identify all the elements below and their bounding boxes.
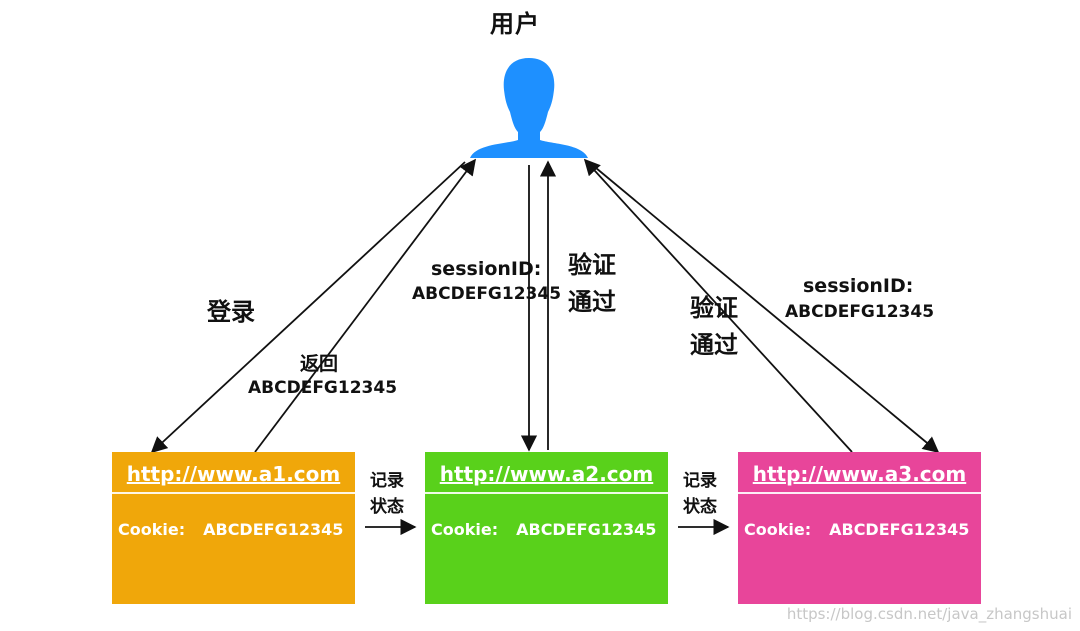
- session-right-label: sessionID:: [803, 275, 914, 297]
- server-url-a3[interactable]: http://www.a3.com: [752, 462, 967, 486]
- server-cookie-a3: Cookie: ABCDEFG12345: [744, 520, 969, 539]
- record-state-1: 记录 状态: [370, 468, 404, 520]
- server-box-a2: http://www.a2.com Cookie: ABCDEFG12345: [425, 452, 668, 604]
- cookie-value-a3: ABCDEFG12345: [829, 520, 970, 539]
- record-state-1-line1: 记录: [370, 471, 404, 491]
- server-box-a3: http://www.a3.com Cookie: ABCDEFG12345: [738, 452, 981, 604]
- server-divider-a3: [738, 492, 981, 494]
- session-mid-code: ABCDEFG12345: [412, 284, 562, 304]
- record-state-2-line1: 记录: [683, 471, 717, 491]
- user-silhouette-icon: [470, 58, 588, 158]
- login-arrow: [150, 161, 466, 454]
- return-label: 返回: [300, 353, 339, 375]
- cookie-label-a1: Cookie:: [118, 520, 186, 539]
- watermark: https://blog.csdn.net/java_zhangshuai: [786, 605, 1072, 623]
- return-arrow: [254, 158, 476, 453]
- session-mid-label: sessionID:: [431, 258, 542, 280]
- record-state-2-line2: 状态: [683, 497, 717, 517]
- cookie-label-a3: Cookie:: [744, 520, 812, 539]
- user-label: 用户: [490, 10, 540, 38]
- record-state-2: 记录 状态: [683, 468, 717, 520]
- server-box-a1: http://www.a1.com Cookie: ABCDEFG12345: [112, 452, 355, 604]
- server-url-a1[interactable]: http://www.a1.com: [126, 462, 341, 486]
- server-cookie-a2: Cookie: ABCDEFG12345: [431, 520, 656, 539]
- server-divider-a2: [425, 492, 668, 494]
- verify-mid-line1: 验证: [568, 251, 616, 279]
- return-code: ABCDEFG12345: [248, 378, 398, 398]
- verify-mid-line2: 通过: [568, 288, 616, 316]
- login-label: 登录: [207, 298, 255, 326]
- session-right-code: ABCDEFG12345: [785, 302, 935, 322]
- server-cookie-a1: Cookie: ABCDEFG12345: [118, 520, 343, 539]
- verify-right-line1: 验证: [690, 294, 738, 322]
- server-divider-a1: [112, 492, 355, 494]
- record-state-1-line2: 状态: [370, 497, 404, 517]
- cookie-value-a1: ABCDEFG12345: [203, 520, 344, 539]
- session-arrow-right: [589, 162, 940, 454]
- verify-arrow-right: [583, 158, 853, 453]
- cookie-value-a2: ABCDEFG12345: [516, 520, 657, 539]
- server-url-a2[interactable]: http://www.a2.com: [439, 462, 654, 486]
- cookie-label-a2: Cookie:: [431, 520, 499, 539]
- verify-right-line2: 通过: [690, 331, 738, 359]
